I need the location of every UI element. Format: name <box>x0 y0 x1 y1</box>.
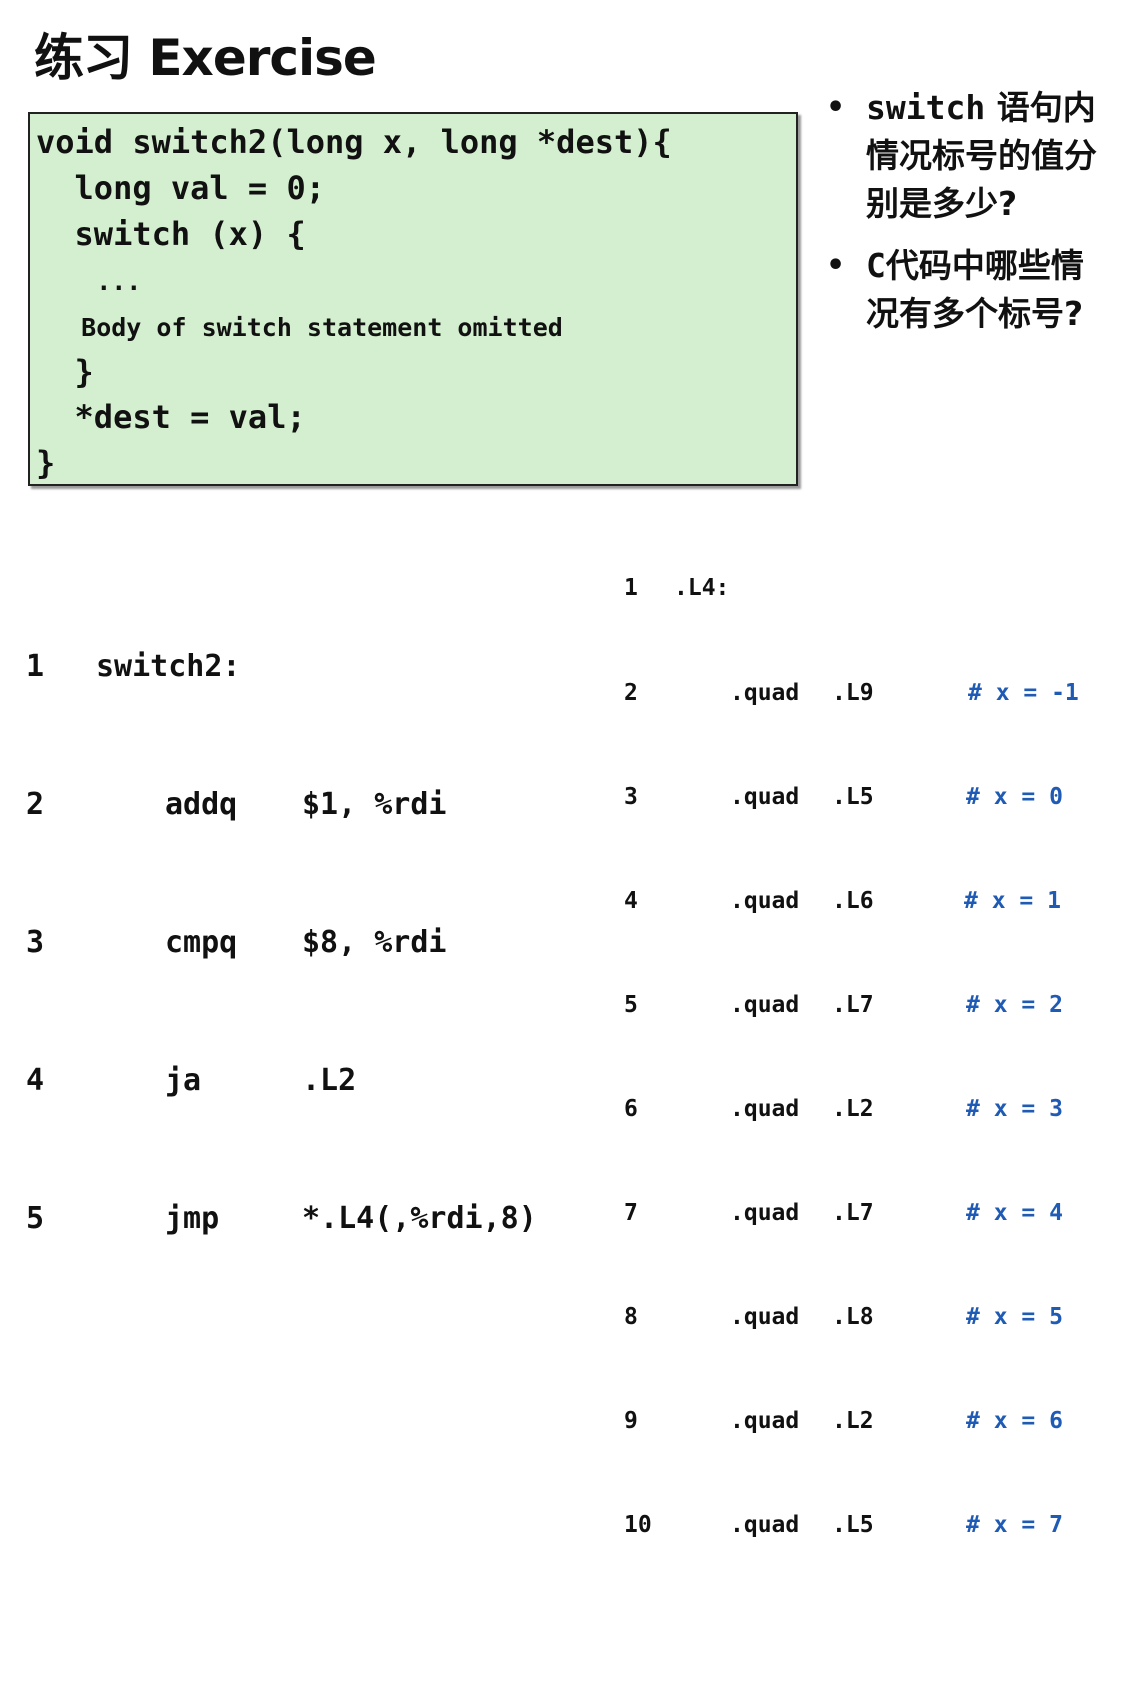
quad-directive: .quad <box>730 1408 800 1435</box>
line-number: 1 <box>26 649 45 684</box>
question-code-term: switch <box>866 88 986 127</box>
jump-table-row: 8 .quad .L8 # x = 5 <box>624 1300 1063 1335</box>
assembly-row: 2 addq $1, %rdi <box>26 782 447 828</box>
quad-directive: .quad <box>730 1199 800 1226</box>
c-code-box: void switch2(long x, long *dest){ long v… <box>28 112 798 486</box>
question-item: • C代码中哪些情况有多个标号? <box>826 242 1116 338</box>
code-line: switch (x) { <box>36 215 306 253</box>
quad-directive: .quad <box>730 991 800 1018</box>
code-line: Body of switch statement omitted <box>36 313 563 342</box>
jump-table-row: 6 .quad .L2 # x = 3 <box>624 1092 1063 1127</box>
case-comment: # x = -1 <box>968 679 1079 706</box>
bullet-icon: • <box>826 248 846 283</box>
line-number: 6 <box>624 1095 638 1122</box>
jump-table-listing: 1 .L4: 2 .quad .L9 # x = -1 3 .quad .L5 … <box>624 502 1079 1578</box>
question-list: • switch 语句内情况标号的值分别是多少? • C代码中哪些情况有多个标号? <box>826 84 1116 338</box>
asm-opcode: addq <box>165 787 238 822</box>
quad-directive: .quad <box>730 887 800 914</box>
jump-table-row: 4 .quad .L6 # x = 1 <box>624 884 1061 919</box>
jump-table-row: 3 .quad .L5 # x = 0 <box>624 780 1063 815</box>
case-comment: # x = 7 <box>966 1512 1063 1539</box>
jump-target: .L2 <box>832 1408 874 1435</box>
line-number: 2 <box>26 787 45 822</box>
case-comment: # x = 6 <box>966 1408 1063 1435</box>
jump-target: .L7 <box>832 991 874 1018</box>
jump-table-row: 1 .L4: <box>624 571 729 606</box>
jump-table-row: 7 .quad .L7 # x = 4 <box>624 1196 1063 1231</box>
quad-directive: .quad <box>730 1512 800 1539</box>
line-number: 4 <box>624 887 638 914</box>
question-item: • switch 语句内情况标号的值分别是多少? <box>826 84 1116 228</box>
jump-table-row: 9 .quad .L2 # x = 6 <box>624 1404 1063 1439</box>
asm-opcode: jmp <box>165 1201 220 1236</box>
question-code-term: C <box>866 246 886 285</box>
slide-title: 练习 Exercise <box>34 29 377 87</box>
line-number: 7 <box>624 1199 638 1226</box>
assembly-row: 3 cmpq $8, %rdi <box>26 920 447 966</box>
asm-opcode: cmpq <box>165 925 238 960</box>
code-line: long val = 0; <box>36 169 325 207</box>
assembly-row: 4 ja .L2 <box>26 1058 356 1104</box>
quad-directive: .quad <box>730 783 800 810</box>
asm-operands: *.L4(,%rdi,8) <box>302 1201 537 1236</box>
asm-operands: $1, %rdi <box>302 787 447 822</box>
line-number: 1 <box>624 575 638 602</box>
code-line: ... <box>36 267 142 296</box>
line-number: 3 <box>26 925 45 960</box>
line-number: 5 <box>26 1201 45 1236</box>
jump-target: .L7 <box>832 1199 874 1226</box>
jump-table-row: 2 .quad .L9 # x = -1 <box>624 676 1079 711</box>
question-text: 代码中哪些情况有多个标号? <box>866 246 1084 333</box>
line-number: 9 <box>624 1408 638 1435</box>
line-number: 10 <box>624 1512 652 1539</box>
case-comment: # x = 4 <box>966 1199 1063 1226</box>
case-comment: # x = 0 <box>966 783 1063 810</box>
assembly-listing: 1 switch2: 2 addq $1, %rdi 3 cmpq $8, %r… <box>26 552 537 1288</box>
jump-target: .L8 <box>832 1304 874 1331</box>
line-number: 5 <box>624 991 638 1018</box>
jump-target: .L5 <box>832 783 874 810</box>
asm-opcode: ja <box>165 1063 202 1098</box>
quad-directive: .quad <box>730 1304 800 1331</box>
jump-target: .L5 <box>832 1512 874 1539</box>
code-line: } <box>36 444 56 482</box>
jump-table-row: 10 .quad .L5 # x = 7 <box>624 1508 1063 1543</box>
jump-table-row: 5 .quad .L7 # x = 2 <box>624 988 1063 1023</box>
question-text: 语句内情况标号的值分别是多少? <box>866 88 1097 223</box>
code-line: *dest = val; <box>36 398 306 436</box>
bullet-icon: • <box>826 90 846 125</box>
jump-target: .L6 <box>832 887 874 914</box>
case-comment: # x = 5 <box>966 1304 1063 1331</box>
quad-directive: .quad <box>730 679 800 706</box>
assembly-row: 1 switch2: <box>26 644 241 690</box>
line-number: 4 <box>26 1063 45 1098</box>
case-comment: # x = 2 <box>966 991 1063 1018</box>
line-number: 3 <box>624 783 638 810</box>
code-line: } <box>36 353 94 391</box>
asm-label: switch2: <box>96 649 241 684</box>
jump-target: .L2 <box>832 1095 874 1122</box>
quad-directive: .quad <box>730 1095 800 1122</box>
asm-operands: .L2 <box>302 1063 357 1098</box>
case-comment: # x = 1 <box>964 887 1061 914</box>
jump-target: .L9 <box>832 679 874 706</box>
line-number: 2 <box>624 679 638 706</box>
asm-operands: $8, %rdi <box>302 925 447 960</box>
case-comment: # x = 3 <box>966 1095 1063 1122</box>
jump-table-label: .L4: <box>674 575 730 602</box>
code-line: void switch2(long x, long *dest){ <box>36 123 672 161</box>
line-number: 8 <box>624 1304 638 1331</box>
assembly-row: 5 jmp *.L4(,%rdi,8) <box>26 1196 537 1242</box>
